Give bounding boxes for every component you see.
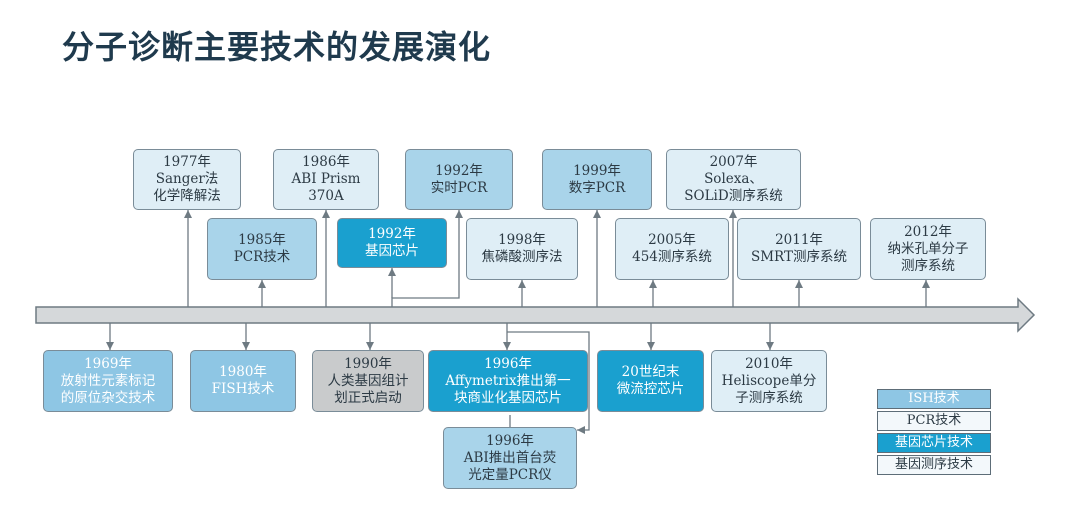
event-1969-ish: 1969年 放射性元素标记 的原位杂交技术 [43, 350, 173, 412]
event-1986-abi-prism: 1986年 ABI Prism 370A [273, 149, 379, 210]
event-1985-pcr: 1985年 PCR技术 [207, 218, 317, 280]
event-1990-human-genome: 1990年 人类基因组计 划正式启动 [312, 350, 424, 412]
event-2007-solexa: 2007年 Solexa、 SOLiD测序系统 [666, 149, 801, 210]
event-1980-fish: 1980年 FISH技术 [190, 350, 296, 412]
event-1992-gene-chip: 1992年 基因芯片 [337, 218, 447, 268]
event-1998-pyrosequencing: 1998年 焦磷酸测序法 [466, 218, 578, 280]
event-1977-sanger: 1977年 Sanger法 化学降解法 [133, 149, 241, 210]
event-2005-454: 2005年 454测序系统 [615, 218, 729, 280]
page-title: 分子诊断主要技术的发展演化 [62, 28, 492, 66]
event-2012-nanopore: 2012年 纳米孔单分子 测序系统 [870, 218, 986, 280]
event-1996-abi-qpcr: 1996年 ABI推出首台荧 光定量PCR仪 [443, 427, 577, 489]
legend-chip: 基因芯片技术 [877, 433, 991, 453]
timeline-arrow [35, 297, 1036, 333]
event-2011-smrt: 2011年 SMRT测序系统 [737, 218, 861, 280]
event-1996-affymetrix: 1996年 Affymetrix推出第一 块商业化基因芯片 [428, 350, 588, 412]
event-1999-digital-pcr: 1999年 数字PCR [542, 149, 652, 210]
legend: ISH技术 PCR技术 基因芯片技术 基因测序技术 [877, 389, 991, 477]
legend-pcr: PCR技术 [877, 411, 991, 431]
event-microfluidic: 20世纪末 微流控芯片 [597, 350, 704, 412]
event-2010-heliscope: 2010年 Heliscope单分 子测序系统 [711, 350, 827, 412]
legend-sequencing: 基因测序技术 [877, 455, 991, 475]
legend-ish: ISH技术 [877, 389, 991, 409]
event-1992-realtime-pcr: 1992年 实时PCR [405, 149, 513, 210]
